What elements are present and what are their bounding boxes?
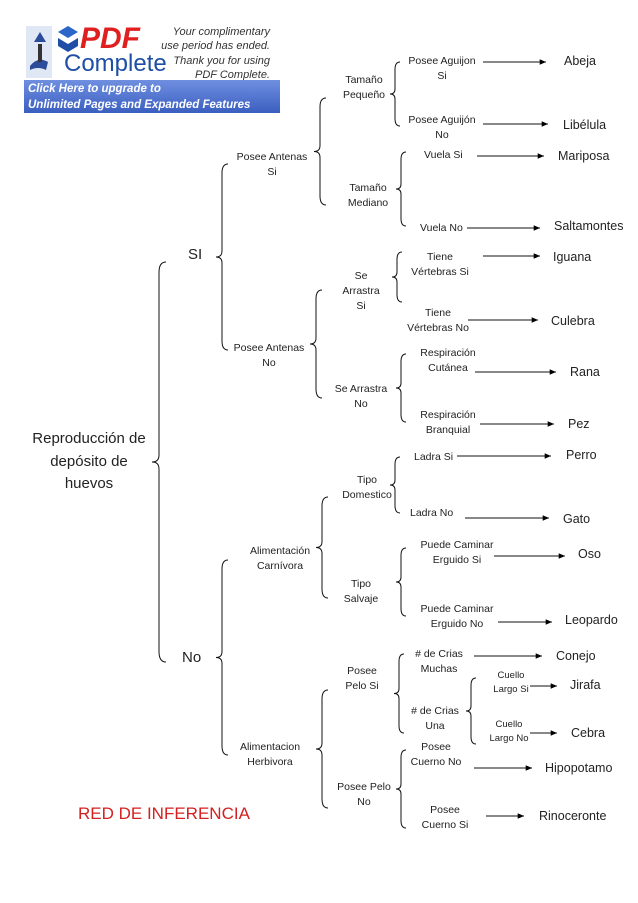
root-node: Reproducción de depósito de huevos (32, 430, 146, 492)
brace-crias-una (465, 677, 477, 745)
node-vuela-no: Vuela No (420, 222, 463, 234)
brace-carnivora (315, 496, 329, 599)
leaf-pez: Pez (568, 417, 590, 431)
leaf-leopardo: Leopardo (565, 613, 618, 627)
brace-arrastra-no (395, 353, 407, 423)
leaf-gato: Gato (563, 512, 591, 526)
leaf-abeja: Abeja (564, 54, 596, 68)
brace-no (215, 559, 229, 756)
node-vuela-si: Vuela Si (424, 149, 463, 161)
leaf-rinoceronte: Rinoceronte (539, 809, 607, 823)
leaf-iguana: Iguana (553, 250, 592, 264)
node-no: No (182, 649, 202, 666)
brand-pdf: PDF (80, 22, 140, 55)
banner-slogan: Your complimentary use period has ended.… (161, 26, 270, 81)
brace-pelo-si (393, 653, 405, 734)
brace-pelo-no (395, 749, 407, 829)
pdf-complete-logo (26, 26, 78, 78)
leaf-culebra: Culebra (551, 314, 595, 328)
brace-si (215, 163, 229, 351)
leaf-libelula: Libélula (563, 118, 607, 132)
node-ladra-no: Ladra No (410, 507, 454, 519)
node-si: SI (188, 246, 203, 263)
leaf-oso: Oso (578, 547, 601, 561)
brace-arrastra-si (391, 251, 403, 303)
leaf-jirafa: Jirafa (570, 678, 601, 692)
leaf-perro: Perro (566, 448, 597, 462)
brace-tam-mediano (395, 151, 407, 227)
leaf-hipopotamo: Hipopotamo (545, 761, 613, 775)
brace-domestico (389, 456, 401, 514)
brace-antenas-si (313, 97, 327, 206)
brand-complete: Complete (64, 50, 167, 77)
brace-salvaje (395, 547, 407, 617)
leaf-mariposa: Mariposa (558, 149, 610, 163)
pdf-complete-banner[interactable]: PDF Complete Your complimentary use peri… (24, 22, 280, 113)
diagram-title: RED DE INFERENCIA (78, 804, 250, 823)
leaf-conejo: Conejo (556, 649, 596, 663)
brace-tam-pequeno (389, 61, 401, 127)
brace-root (151, 261, 167, 663)
brace-herbivora (315, 689, 329, 809)
brace-antenas-no (309, 289, 323, 399)
leaf-saltamontes: Saltamontes (554, 219, 624, 233)
upgrade-link[interactable]: Click Here to upgrade to Unlimited Pages… (24, 80, 280, 113)
leaf-rana: Rana (570, 365, 600, 379)
leaf-cebra: Cebra (571, 726, 606, 740)
node-ladra-si: Ladra Si (414, 451, 454, 463)
